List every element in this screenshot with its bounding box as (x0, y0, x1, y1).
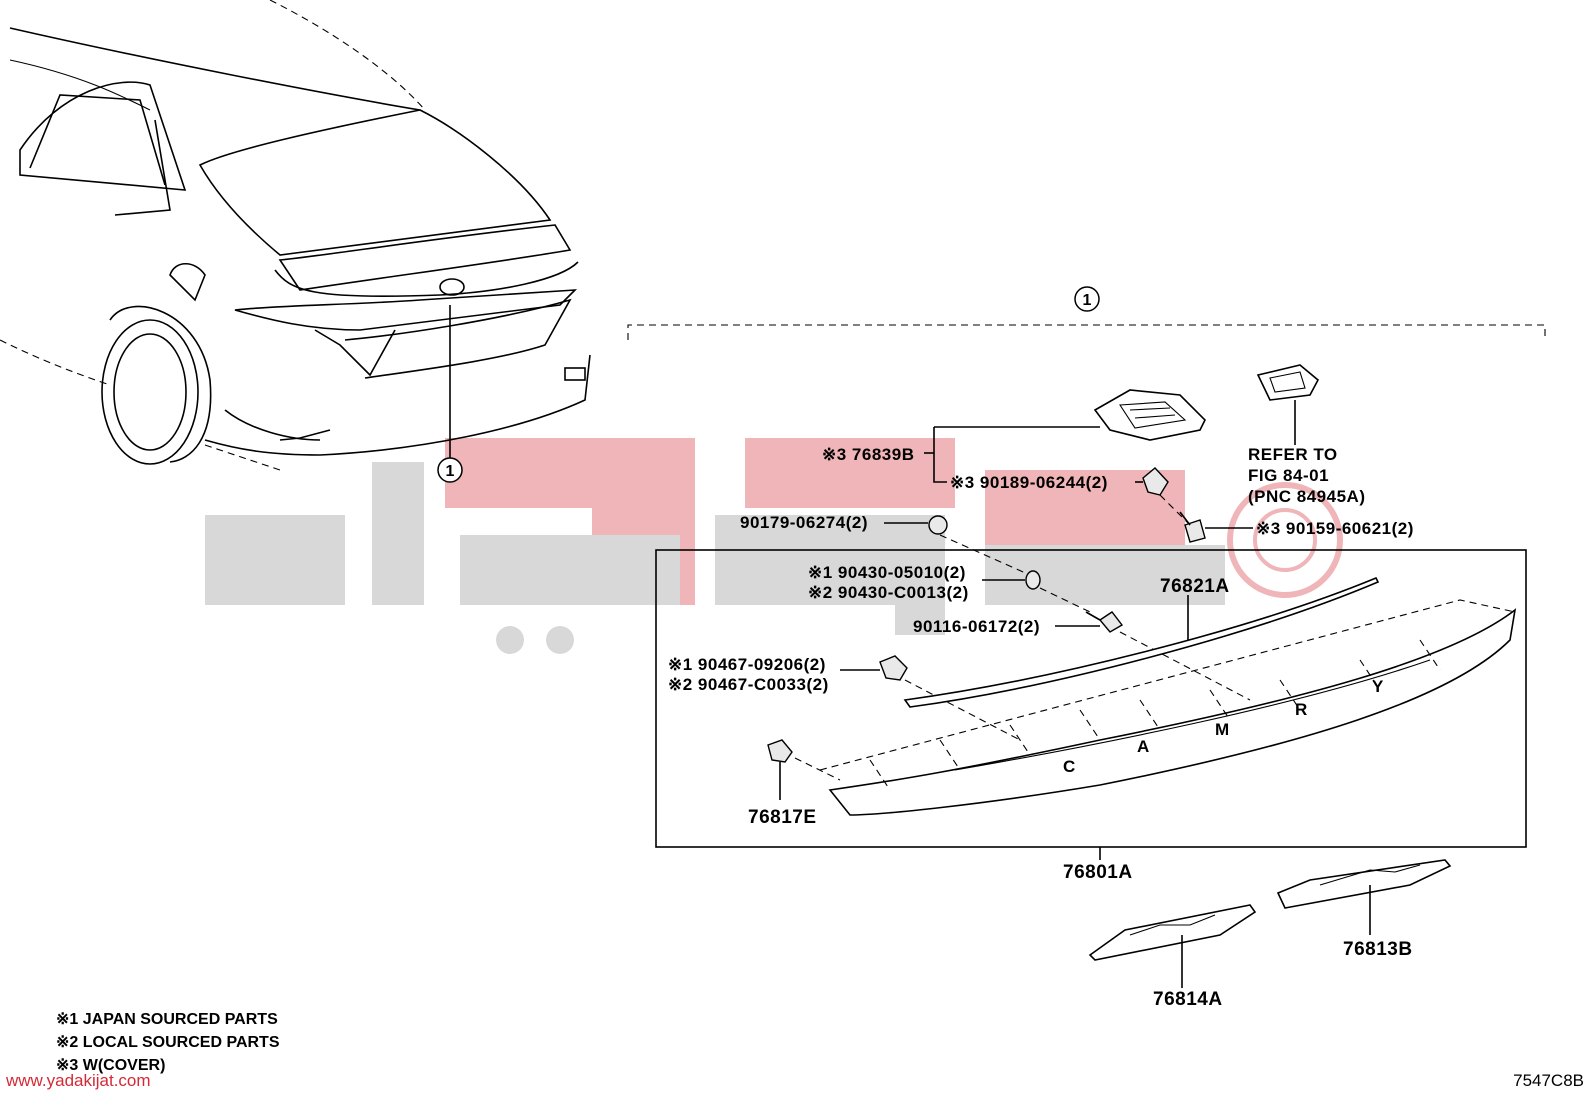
emblem-letters: C A M R Y (1063, 677, 1384, 776)
moulding-76821A (903, 576, 1380, 708)
label-refer-3: (PNC 84945A) (1248, 487, 1366, 506)
garnish-76801A (819, 599, 1517, 816)
clip-90467-icon (879, 655, 908, 681)
note-3: ※3 W(COVER) (56, 1057, 166, 1074)
label-90116: 90116-06172(2) (913, 617, 1040, 636)
lamp-76814A (1088, 904, 1257, 961)
note-1: ※1 JAPAN SOURCED PARTS (56, 1011, 278, 1028)
bolt-90116-icon (1085, 611, 1124, 633)
label-90430-jp: ※1 90430-05010(2) (808, 563, 966, 582)
screw-90159-icon (1179, 511, 1206, 543)
emblem-letter-m: M (1215, 720, 1230, 739)
label-refer-2: FIG 84-01 (1248, 466, 1329, 485)
watermark-logo (205, 438, 1343, 654)
label-76821A: 76821A (1160, 576, 1230, 597)
assembly-bracket: 1 (627, 286, 1546, 340)
washer-90430-icon (1025, 570, 1041, 590)
label-90467-jp: ※1 90467-09206(2) (668, 655, 826, 674)
label-76817E: 76817E (748, 807, 817, 828)
svg-text:1: 1 (1083, 292, 1092, 309)
note-2: ※2 LOCAL SOURCED PARTS (56, 1034, 280, 1051)
garnish-box (655, 549, 1527, 848)
emblem-letter-a: A (1137, 737, 1150, 756)
emblem-letter-c: C (1063, 757, 1076, 776)
diagram-code: 7547C8B (1513, 1071, 1584, 1090)
label-refer-1: REFER TO (1248, 445, 1338, 464)
camera-bracket-76839B (1093, 389, 1206, 441)
car-rear-illustration (0, 0, 591, 471)
legend-notes: ※1 JAPAN SOURCED PARTS ※2 LOCAL SOURCED … (56, 1008, 280, 1077)
label-90189: ※3 90189-06244(2) (950, 473, 1108, 492)
label-90179: 90179-06274(2) (740, 513, 868, 532)
car-callout-circle (437, 457, 463, 483)
label-76814A: 76814A (1153, 989, 1223, 1010)
camera-module (1256, 364, 1320, 401)
car-callout-number: 1 (446, 463, 455, 480)
emblem-letter-r: R (1295, 700, 1308, 719)
clip-76817E-icon (767, 739, 793, 763)
label-76801A: 76801A (1063, 862, 1133, 883)
emblem-letter-y: Y (1372, 677, 1384, 696)
watermark-site: www.yadakijat.com (6, 1071, 151, 1090)
nut-90179-icon (928, 515, 948, 535)
label-90430-local: ※2 90430-C0013(2) (808, 583, 969, 602)
label-90159: ※3 90159-60621(2) (1256, 519, 1414, 538)
label-76813B: 76813B (1343, 939, 1413, 960)
lamp-76813B (1276, 859, 1452, 909)
label-76839B: ※3 76839B (822, 445, 914, 464)
clip-90189-icon (1142, 467, 1169, 496)
label-90467-local: ※2 90467-C0033(2) (668, 675, 829, 694)
